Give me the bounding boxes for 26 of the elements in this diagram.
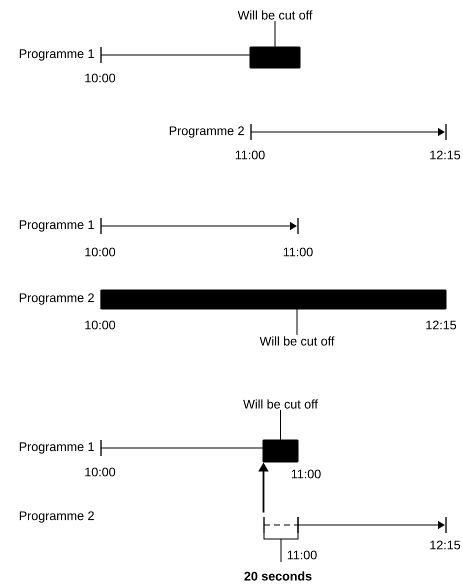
annotation-text: Will be cut off — [260, 336, 334, 346]
time-label: 10:00 — [85, 468, 116, 476]
programme-label: Programme 1 — [20, 442, 94, 454]
time-label: 12:15 — [430, 540, 460, 550]
cut-off-bar — [250, 46, 300, 68]
time-label: 11:00 — [292, 470, 321, 478]
leader-line — [296, 309, 298, 336]
time-label: 10:00 — [85, 320, 116, 330]
annotation-text: Will be cut off — [238, 10, 312, 20]
programme-label: Programme 2 — [170, 126, 244, 138]
time-label: 10:00 — [85, 74, 116, 82]
duration-label: 20 seconds — [244, 571, 312, 581]
programme-label: Programme 2 — [20, 511, 94, 523]
time-label: 11:00 — [288, 550, 317, 560]
time-label: 11:00 — [284, 248, 313, 256]
programme-label: Programme 1 — [20, 220, 94, 232]
time-label: 12:15 — [430, 150, 460, 160]
time-label: 12:15 — [426, 320, 456, 330]
programme-label: Programme 1 — [20, 49, 94, 61]
time-label: 11:00 — [236, 150, 265, 160]
leader-line — [274, 20, 276, 47]
annotation-text: Will be cut off — [243, 399, 318, 409]
time-label: 10:00 — [85, 248, 116, 256]
cut-off-bar — [262, 440, 298, 462]
leader-line — [280, 410, 281, 440]
cut-off-bar — [100, 290, 446, 310]
